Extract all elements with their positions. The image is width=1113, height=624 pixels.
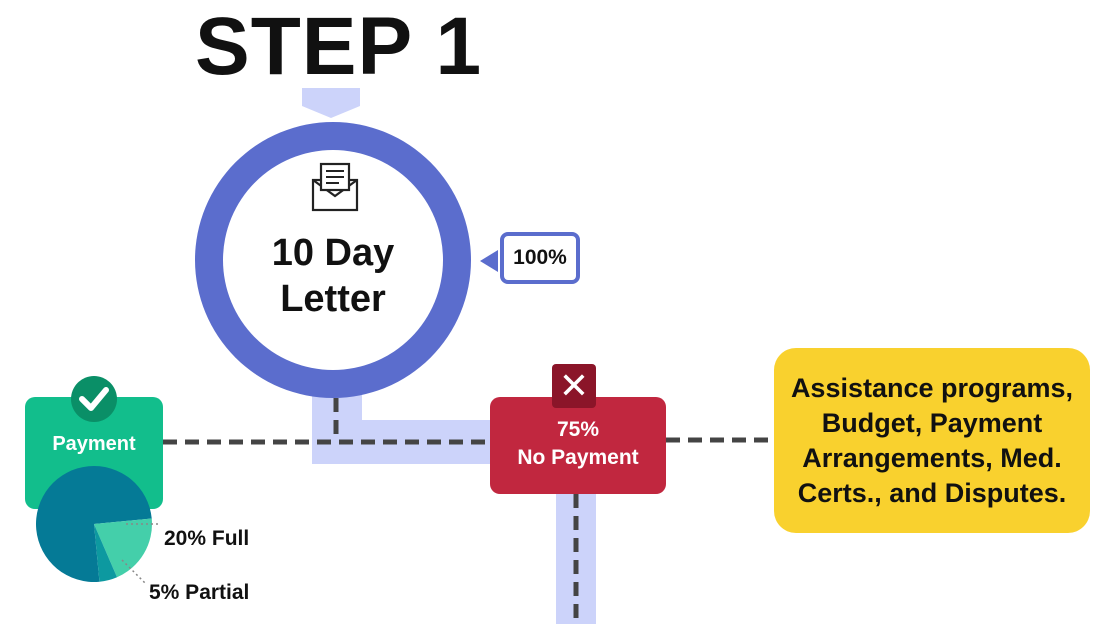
no-payment-percent: 75%: [556, 418, 600, 441]
top-arrow-connector: [302, 88, 360, 118]
assistance-text: Assistance programs, Budget, Payment Arr…: [790, 372, 1074, 508]
pie-slice-no-info: [36, 466, 152, 582]
pie-slice-full: [94, 518, 152, 578]
partial-payment-label: 5% Partial: [149, 581, 250, 604]
checkmark-icon: [71, 376, 117, 422]
no-payment-label: No Payment: [517, 446, 639, 469]
envelope-letter-icon: [311, 162, 359, 212]
letter-title: 10 Day Letter: [271, 232, 395, 320]
payment-pie-chart: [36, 466, 152, 582]
pie-slice-partial: [94, 524, 118, 582]
close-x-icon: ✕: [552, 364, 596, 408]
full-payment-label: 20% Full: [164, 527, 250, 550]
percent-badge-pointer: [480, 250, 498, 272]
payment-label: Payment: [52, 433, 136, 455]
percent-badge: 100%: [500, 232, 580, 284]
assistance-box: Assistance programs, Budget, Payment Arr…: [774, 348, 1090, 533]
nopay-down-connector: [556, 488, 596, 624]
step-title: STEP 1: [195, 1, 483, 92]
no-payment-box: [490, 397, 666, 494]
